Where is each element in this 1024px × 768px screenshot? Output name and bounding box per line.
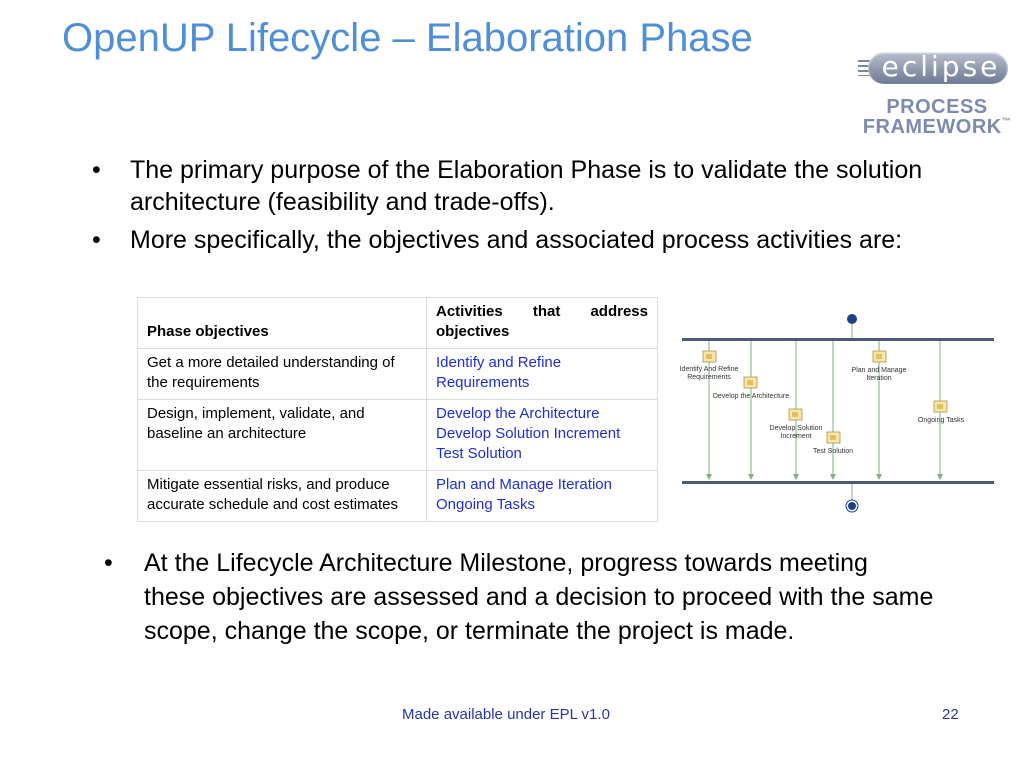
page-number: 22: [942, 706, 959, 723]
activities-cell: Identify and Refine Requirements: [426, 348, 658, 400]
fork-bar: [682, 338, 994, 341]
table-row: Design, implement, validate, and baselin…: [137, 399, 658, 471]
arrowhead: [876, 474, 882, 480]
activity-icon: [872, 350, 887, 363]
activity-link[interactable]: Ongoing Tasks: [436, 496, 535, 513]
bullet-text: The primary purpose of the Elaboration P…: [130, 156, 923, 216]
final-node: [848, 502, 856, 510]
activity-icon: [743, 376, 758, 389]
closing-bullet-text: At the Lifecycle Architecture Milestone,…: [144, 549, 934, 645]
closing-bullet: • At the Lifecycle Architecture Mileston…: [104, 546, 934, 648]
bullet-item: • The primary purpose of the Elaboration …: [92, 154, 942, 218]
bullet-marker: •: [92, 226, 101, 254]
slide-title: OpenUP Lifecycle – Elaboration Phase: [62, 16, 753, 60]
activity-link[interactable]: Develop Solution Increment: [436, 425, 621, 442]
table-header-row: Phase objectives Activities that address…: [137, 297, 658, 349]
activity-link[interactable]: Identify and Refine Requirements: [436, 354, 562, 391]
bullet-item: • More specifically, the objectives and a…: [92, 224, 942, 256]
logo-word: eclipse: [881, 50, 1001, 83]
arrowhead: [748, 474, 754, 480]
node-label-ongoing: Ongoing Tasks: [918, 417, 965, 424]
table-header-activities: Activities that address objectives: [426, 297, 658, 349]
join-bar: [682, 481, 994, 484]
arrowhead: [937, 474, 943, 480]
arrowhead: [706, 474, 712, 480]
footer-text: Made available under EPL v1.0: [402, 706, 610, 723]
bullet-text: More specifically, the objectives and as…: [130, 226, 903, 254]
bullet-marker: •: [92, 156, 101, 184]
objective-cell: Get a more detailed understanding of the…: [137, 348, 427, 400]
activity-icon: [702, 350, 717, 363]
table-row: Mitigate essential risks, and produce ac…: [137, 470, 658, 522]
eclipse-process-framework-logo: eclipse PROCESS FRAMEWORK™: [858, 50, 1018, 142]
flow-arrowheads: [706, 474, 943, 480]
activity-icon: [826, 431, 841, 444]
flow-lines: [708, 341, 941, 478]
activity-icons: [702, 350, 948, 444]
activities-cell: Plan and Manage Iteration Ongoing Tasks: [426, 470, 658, 522]
initial-node: [847, 314, 857, 324]
objective-cell: Mitigate essential risks, and produce ac…: [137, 470, 427, 522]
node-label-architecture: Develop the Architecture: [713, 393, 789, 400]
logo-line-framework: FRAMEWORK™: [862, 116, 1012, 138]
activity-link[interactable]: Develop the Architecture: [436, 405, 600, 422]
arrowhead: [830, 474, 836, 480]
logo-pill: [868, 52, 1008, 84]
activities-cell: Develop the Architecture Develop Solutio…: [426, 399, 658, 471]
activity-icon: [788, 408, 803, 421]
objectives-table: Phase objectives Activities that address…: [137, 297, 658, 522]
node-label-test: Test Solution: [813, 448, 853, 455]
activity-link[interactable]: Plan and Manage Iteration: [436, 476, 612, 493]
logo-line-process: PROCESS: [886, 96, 988, 118]
objective-cell: Design, implement, validate, and baselin…: [137, 399, 427, 471]
table-header-objectives: Phase objectives: [137, 297, 427, 349]
activity-icon: [933, 400, 948, 413]
table-row: Get a more detailed understanding of the…: [137, 348, 658, 400]
activity-link[interactable]: Test Solution: [436, 445, 522, 462]
bullet-marker: •: [104, 549, 113, 577]
bullet-list: • The primary purpose of the Elaboration …: [92, 154, 942, 262]
arrowhead: [793, 474, 799, 480]
